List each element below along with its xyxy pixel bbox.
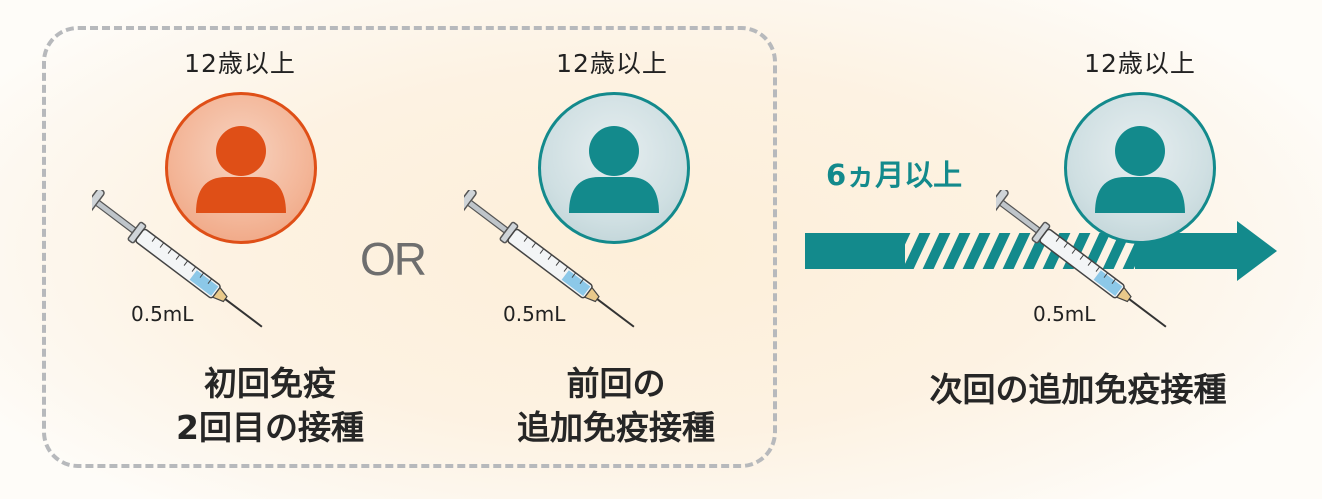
dose-volume-primary: 0.5mL	[131, 302, 194, 326]
or-separator: OR	[360, 233, 427, 285]
prior-dose-options-frame	[42, 26, 777, 468]
caption-previous-line1: 前回の	[566, 364, 666, 403]
person-icon	[1064, 92, 1216, 244]
syringe-icon	[987, 188, 1196, 344]
caption-primary-line2: 2回目の接種	[176, 408, 364, 447]
dose-volume-next: 0.5mL	[1033, 302, 1096, 326]
caption-previous: 前回の 追加免疫接種	[456, 362, 776, 450]
timeline-arrow-icon	[805, 221, 1285, 285]
caption-primary: 初回免疫 2回目の接種	[110, 362, 430, 450]
dose-volume-previous: 0.5mL	[503, 302, 566, 326]
age-label-primary: 12歳以上	[184, 49, 296, 78]
age-label-next: 12歳以上	[1084, 49, 1196, 78]
person-icon	[538, 92, 690, 244]
person-icon	[165, 92, 317, 244]
caption-previous-line2: 追加免疫接種	[517, 408, 715, 447]
caption-next: 次回の追加免疫接種	[929, 370, 1227, 409]
interval-label: 6ヵ月以上	[826, 158, 963, 192]
caption-primary-line1: 初回免疫	[204, 364, 336, 403]
age-label-previous: 12歳以上	[556, 49, 668, 78]
